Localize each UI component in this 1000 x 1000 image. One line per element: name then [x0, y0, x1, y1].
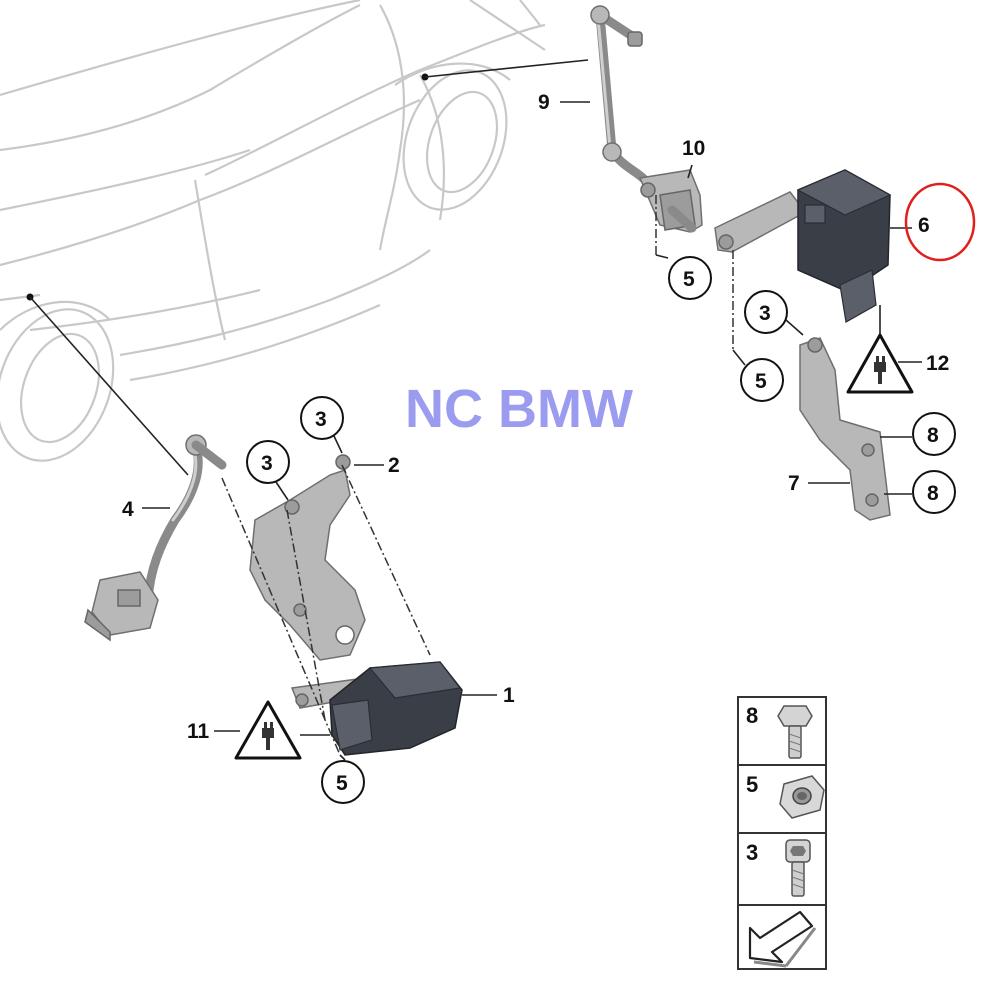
svg-text:3: 3 [759, 302, 771, 325]
sensor-6 [714, 169, 892, 323]
callout-8-lower: 8 [884, 470, 956, 514]
svg-text:5: 5 [336, 772, 348, 795]
callout-8-upper: 8 [880, 412, 956, 456]
svg-text:8: 8 [746, 703, 758, 728]
highlight-circle [904, 182, 976, 262]
hardware-legend: 8 5 3 [737, 696, 827, 970]
svg-text:5: 5 [746, 772, 758, 797]
svg-text:3: 3 [746, 840, 758, 865]
callout-4: 4 [122, 498, 170, 521]
callout-3-top: 3 [300, 396, 344, 454]
svg-text:5: 5 [755, 370, 767, 393]
svg-text:3: 3 [315, 408, 327, 431]
leader-lines [26, 59, 589, 476]
svg-text:9: 9 [538, 91, 550, 114]
legend-row-bolt: 8 [746, 703, 813, 759]
legend-row-nut: 5 [746, 772, 825, 819]
watermark: NC BMW [405, 379, 633, 439]
bracket-7 [799, 337, 891, 521]
car-outline [0, 0, 546, 462]
callout-1: 1 [462, 684, 515, 707]
callout-5-upper: 5 [668, 256, 712, 300]
bolt-icon [777, 705, 813, 759]
svg-text:7: 7 [788, 472, 800, 495]
assembly-lines-right [655, 195, 881, 366]
svg-text:3: 3 [261, 452, 273, 475]
callout-2: 2 [354, 454, 400, 477]
arrow-icon [748, 910, 817, 968]
hex-nut-icon [779, 775, 825, 819]
bracket-2 [249, 454, 366, 661]
callout-9: 9 [538, 91, 590, 114]
svg-text:1: 1 [503, 684, 515, 707]
callout-10: 10 [682, 137, 705, 179]
callout-12: 12 [898, 352, 949, 375]
connector-warning-icon-11 [234, 700, 330, 760]
callout-3-upper: 3 [744, 290, 804, 336]
callout-5-middle: 5 [740, 358, 784, 402]
sensor-1 [290, 661, 463, 756]
callout-5-lower: 5 [321, 760, 365, 804]
svg-text:11: 11 [187, 720, 210, 743]
legend-row-screw: 3 [746, 839, 811, 897]
svg-text:5: 5 [683, 268, 695, 291]
connector-warning-icon-12 [846, 333, 914, 394]
svg-text:4: 4 [122, 498, 134, 521]
assembly-lines-left [221, 464, 431, 761]
svg-text:8: 8 [927, 424, 939, 447]
callout-7: 7 [788, 472, 850, 495]
callout-11: 11 [187, 720, 240, 743]
svg-text:6: 6 [918, 214, 930, 237]
bracket-10 [638, 169, 703, 233]
callout-3-left: 3 [246, 440, 290, 501]
cap-screw-icon [785, 839, 811, 897]
callout-6: 6 [890, 182, 976, 262]
link-rod-upper [590, 5, 650, 185]
link-rod-lower [84, 434, 227, 642]
svg-text:12: 12 [926, 352, 949, 375]
svg-text:10: 10 [682, 137, 705, 160]
svg-text:2: 2 [388, 454, 400, 477]
svg-text:8: 8 [927, 482, 939, 505]
